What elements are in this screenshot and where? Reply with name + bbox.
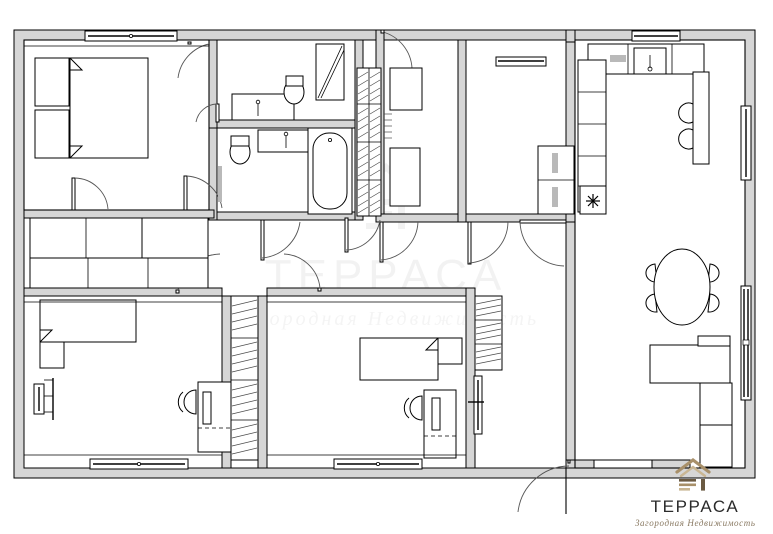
door-master-to-hall [183, 175, 223, 211]
doors [71, 29, 571, 514]
door-closet [71, 177, 109, 211]
bar-stool-2 [678, 128, 694, 150]
nightstand-master-upper [34, 57, 70, 107]
dining-chair-2 [645, 293, 658, 313]
inner-edge-lines [24, 45, 576, 456]
tv-wall-lower-center [468, 375, 484, 435]
closet-shelving-lower [29, 257, 209, 289]
desk-chair-lower-center [403, 395, 423, 421]
kitchen-island-bar [692, 71, 710, 165]
door-laundry-lower [379, 221, 419, 263]
window-bedroom-lower-center [333, 458, 423, 470]
wardrobe-lower-center [474, 295, 503, 371]
toilet-guest [283, 75, 305, 105]
door-bathroom-main [260, 219, 301, 261]
logo-brand-name: ТЕРРАСА [650, 497, 740, 517]
sofa-sectional-arm [699, 382, 733, 468]
window-living-upper [740, 105, 752, 181]
bed-double-master [69, 57, 149, 159]
window-laundry [495, 56, 547, 67]
toilet-main [229, 135, 251, 165]
door-entrance-main [517, 459, 571, 514]
door-corridor [344, 217, 381, 253]
laundry-hatch-marks [384, 113, 392, 139]
brand-logo: ТЕРРАСА Загородная Недвижимость [635, 458, 755, 528]
sink-vanity-guest [231, 93, 295, 121]
closet-side-unit [141, 217, 209, 259]
entrance-glazing [593, 459, 653, 469]
desk-lower-center [423, 389, 457, 459]
bed-lower-center [359, 337, 439, 381]
window-kitchen [631, 30, 681, 42]
nightstand-lower-center [437, 337, 463, 365]
desk-lower-left [197, 381, 233, 453]
windows [84, 30, 752, 470]
kitchen-appliance-star [579, 185, 607, 215]
wardrobe-hall-vertical [356, 67, 382, 217]
watermark-tagline: Загородная Недвижимость [233, 308, 539, 330]
door-bedroom-lower-center [283, 253, 322, 292]
dining-chair-4 [707, 293, 720, 313]
window-bathroom-main [315, 43, 345, 101]
wardrobe-upper-right [537, 145, 575, 215]
door-laundry [380, 29, 413, 69]
washer-unit [389, 67, 423, 111]
nightstand-master-lower [34, 109, 70, 159]
dryer-unit [389, 147, 421, 207]
sink-vanity-main [257, 129, 315, 153]
door-master-bedroom [177, 41, 210, 79]
sofa-sectional-long [649, 335, 731, 384]
radiator-lower-left [33, 378, 54, 420]
logo-tagline: Загородная Недвижимость [635, 518, 756, 528]
bar-stool-1 [678, 102, 694, 124]
towel-rail [218, 166, 222, 202]
desk-chair-lower-left [177, 389, 197, 415]
closet-shelving-upper [29, 217, 143, 259]
kitchen-stove [610, 55, 626, 62]
wardrobe-lower-left [230, 295, 259, 461]
window-master-bedroom [84, 30, 178, 42]
bathtub [307, 127, 353, 215]
window-living-lower [740, 285, 752, 401]
furniture [29, 43, 733, 468]
dining-table-oval [653, 248, 711, 326]
door-bathroom-guest [195, 103, 220, 123]
kitchen-sink [633, 47, 667, 75]
door-kitchen [519, 219, 567, 267]
bed-lower-left [39, 299, 137, 343]
door-bedroom-upper-right [467, 221, 509, 265]
nightstand-lower-left [39, 341, 65, 369]
window-bedroom-lower-left [89, 458, 189, 470]
house-roof-icon [675, 458, 711, 491]
